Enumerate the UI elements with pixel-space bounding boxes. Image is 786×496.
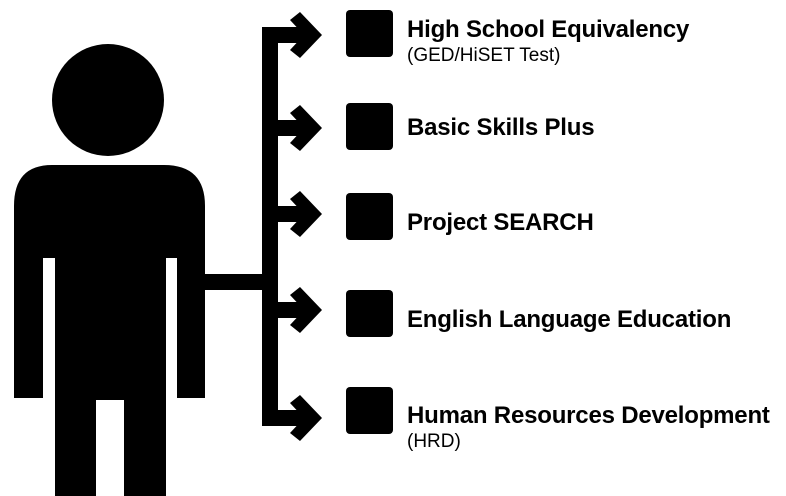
program-item: High School Equivalency (GED/HiSET Test)	[407, 16, 689, 67]
square-icon	[346, 193, 393, 240]
arrow-icon	[262, 395, 322, 441]
program-title: High School Equivalency	[407, 16, 690, 43]
person-left-arm-gap	[43, 258, 55, 398]
program-subtitle: (GED/HiSET Test)	[407, 45, 561, 66]
program-title: Project SEARCH	[407, 209, 594, 236]
connector-vertical	[262, 27, 278, 426]
program-item: English Language Education	[407, 306, 731, 334]
arrow-icon	[262, 12, 322, 58]
connector-horizontal	[205, 274, 269, 290]
program-item: Human Resources Development (HRD)	[407, 402, 770, 453]
arrow-icon	[270, 105, 322, 151]
branch-arrows	[262, 12, 322, 441]
person-right-arm-gap	[166, 258, 177, 398]
program-title: English Language Education	[407, 306, 732, 333]
person-icon	[14, 44, 205, 496]
square-icon	[346, 103, 393, 150]
program-item: Basic Skills Plus	[407, 114, 595, 142]
arrow-icon	[270, 287, 322, 333]
program-squares	[346, 10, 393, 434]
person-head	[52, 44, 164, 156]
arrow-icon	[270, 191, 322, 237]
square-icon	[346, 10, 393, 57]
square-icon	[346, 387, 393, 434]
program-subtitle: (HRD)	[407, 431, 461, 452]
program-item: Project SEARCH	[407, 209, 594, 237]
program-title: Human Resources Development	[407, 402, 770, 429]
program-title: Basic Skills Plus	[407, 114, 595, 141]
person-body	[14, 165, 205, 496]
person-leg-gap	[96, 400, 124, 496]
square-icon	[346, 290, 393, 337]
